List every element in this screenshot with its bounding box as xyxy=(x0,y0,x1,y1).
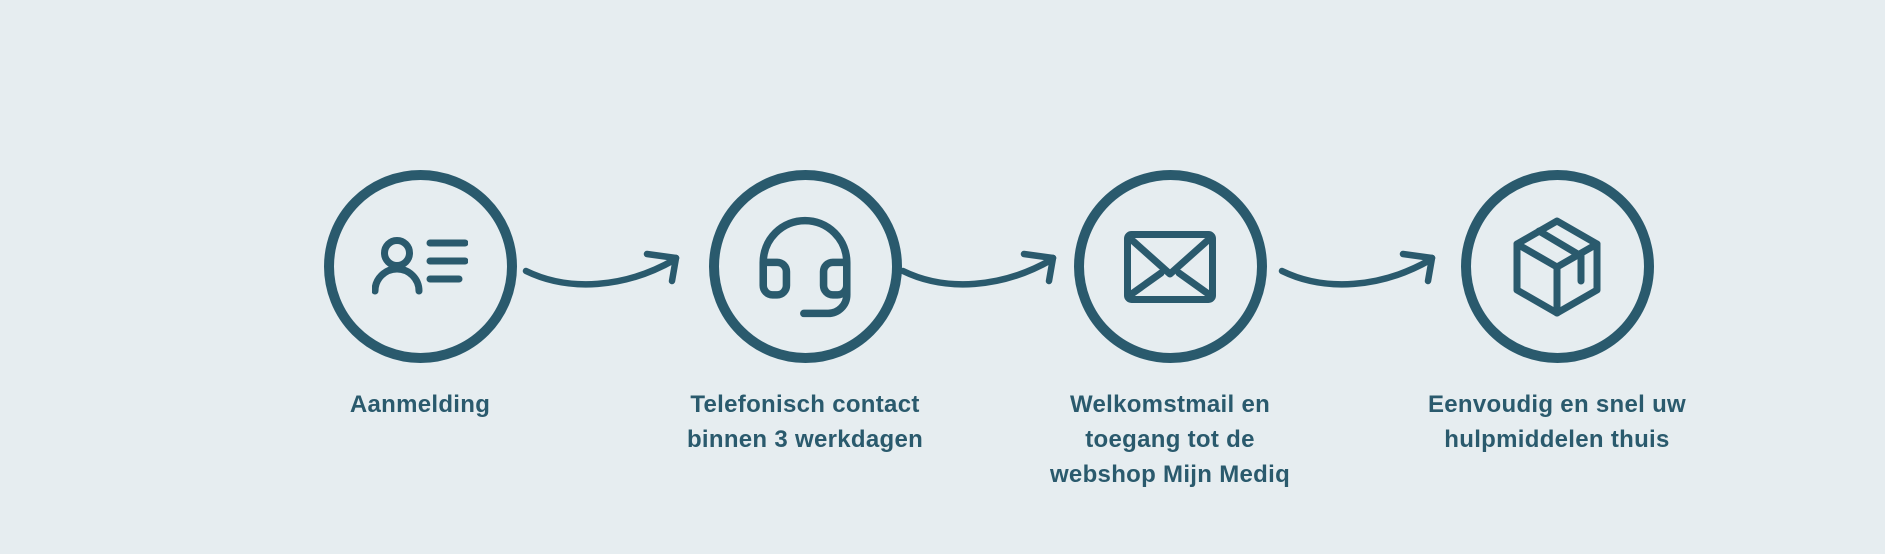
curved-arrow-icon xyxy=(521,248,689,292)
step-aanmelding: Aanmelding xyxy=(270,170,570,422)
step-circle xyxy=(708,170,902,363)
curved-arrow-icon xyxy=(1277,248,1445,292)
step-circle xyxy=(323,170,517,363)
envelope-icon xyxy=(1124,230,1216,303)
person-list-icon xyxy=(372,236,468,294)
headset-icon xyxy=(759,216,851,317)
step-circle xyxy=(1460,170,1654,363)
curved-arrow-icon xyxy=(898,248,1066,292)
step-telefonisch-contact: Telefonisch contact binnen 3 werkdagen xyxy=(655,170,955,457)
package-box-icon xyxy=(1513,217,1601,316)
step-welkomstmail: Welkomstmail en toegang tot de webshop M… xyxy=(1020,170,1320,492)
step-label: Telefonisch contact binnen 3 werkdagen xyxy=(686,391,924,453)
step-label: Aanmelding xyxy=(349,391,491,418)
step-levering-thuis: Eenvoudig en snel uw hulpmiddelen thuis xyxy=(1407,170,1707,457)
step-circle xyxy=(1073,170,1267,363)
step-label: Eenvoudig en snel uw hulpmiddelen thuis xyxy=(1427,391,1687,453)
step-label: Welkomstmail en toegang tot de webshop M… xyxy=(1049,391,1291,488)
